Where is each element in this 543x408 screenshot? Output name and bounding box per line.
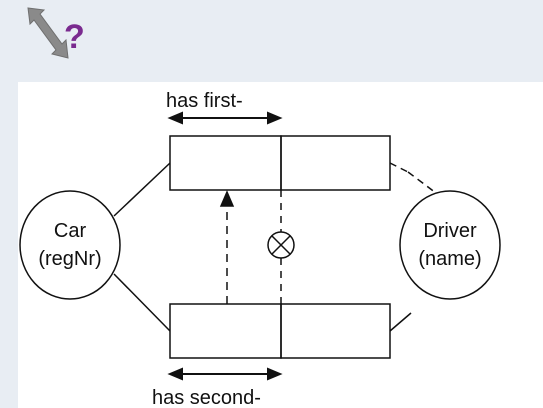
subset-constraint <box>219 190 235 304</box>
connector-car-bottom <box>113 273 171 332</box>
fact-reading-top: has first- <box>166 90 243 112</box>
exclusion-constraint-icon <box>267 190 295 304</box>
fact-type-bottom <box>169 303 391 359</box>
role-box-top-left <box>169 135 282 191</box>
reading-direction-arrow-top <box>167 111 283 125</box>
entity-driver-name: Driver <box>423 220 477 242</box>
entity-car-name: Car <box>54 220 87 242</box>
role-box-bottom-left <box>169 303 282 359</box>
role-box-top-right <box>280 135 391 191</box>
connector-driver-bottom <box>389 312 412 332</box>
reading-direction-arrow-bottom <box>167 367 283 381</box>
entity-driver-refmode: (name) <box>418 248 481 270</box>
double-arrow-icon <box>27 7 69 59</box>
entity-driver: Driver (name) <box>399 190 501 300</box>
role-box-bottom-right <box>280 303 391 359</box>
double-arrow-question-icon: ? <box>27 7 85 59</box>
connector-driver-top-2 <box>407 171 437 194</box>
fact-type-top <box>169 135 391 191</box>
diagram-panel: has first- has second- <box>18 82 543 408</box>
connector-car-top <box>113 162 171 217</box>
fact-reading-bottom: has second- <box>152 387 261 408</box>
entity-car: Car (regNr) <box>19 190 121 300</box>
orm-diagram: has first- has second- <box>19 90 501 408</box>
question-mark: ? <box>64 18 85 56</box>
role-connectors <box>113 162 437 332</box>
connector-driver-top <box>389 162 409 173</box>
entity-car-refmode: (regNr) <box>38 248 101 270</box>
